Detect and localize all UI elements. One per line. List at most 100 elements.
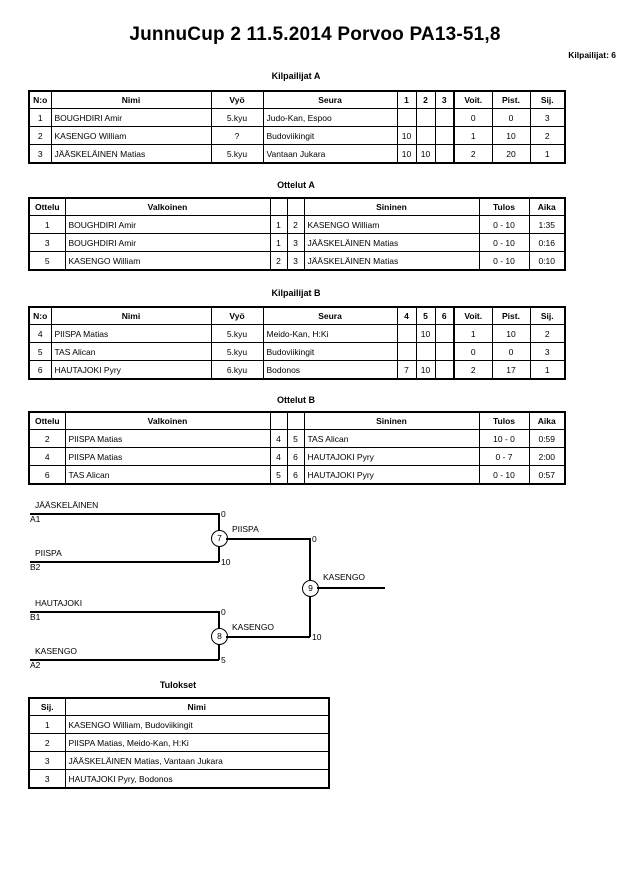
cell-name: PIISPA Matias — [50, 324, 212, 343]
cell-time: 2:00 — [528, 447, 566, 466]
table-row: 2 KASENGO William ? Budoviikingit 10 1 1… — [28, 126, 566, 145]
bracket-slot-seed-a1: A1 — [30, 514, 41, 524]
competitor-count: Kilpailijat: 6 — [568, 50, 616, 60]
cell-rank: 2 — [529, 324, 566, 343]
cell-score-2 — [415, 126, 436, 145]
bracket-winner-sf1: PIISPA — [232, 524, 259, 534]
bracket-line-b2 — [30, 561, 219, 563]
cell-no: 4 — [28, 324, 52, 343]
elimination-bracket: JÄÄSKELÄINEN A1 0 PIISPA B2 10 7 PIISPA … — [0, 495, 630, 675]
bracket-score-final-top: 0 — [312, 534, 317, 544]
pool-b-caption: Kilpailijat B — [271, 288, 321, 298]
col-rank: Sij. — [529, 306, 566, 325]
col-name: Nimi — [64, 697, 330, 716]
bracket-slot-name-a1: JÄÄSKELÄINEN — [35, 500, 99, 510]
bracket-score-final-bottom: 10 — [312, 632, 322, 642]
bracket-score-b1: 0 — [221, 607, 226, 617]
cell-name: KASENGO William — [50, 126, 212, 145]
cell-score-6 — [434, 324, 455, 343]
cell-score-5 — [415, 342, 436, 361]
col-points: Pist. — [491, 306, 531, 325]
cell-rank: 3 — [28, 751, 66, 770]
cell-score-4 — [396, 342, 417, 361]
col-points: Pist. — [491, 90, 531, 109]
table-header-row: N:o Nimi Vyö Seura 1 2 3 Voit. Pist. Sij… — [28, 90, 566, 109]
cell-result: 0 - 10 — [478, 215, 530, 234]
cell-blue: HAUTAJOKI Pyry — [303, 465, 480, 485]
cell-white: TAS Alican — [64, 465, 271, 485]
col-wins: Voit. — [453, 90, 493, 109]
bracket-line-final-winner — [317, 587, 385, 589]
cell-match-no: 3 — [28, 233, 66, 252]
table-row: 1 KASENGO William, Budoviikingit — [28, 715, 330, 734]
table-header-row: Sij. Nimi — [28, 697, 330, 716]
cell-match-no: 2 — [28, 429, 66, 448]
cell-club: Budoviikingit — [262, 126, 398, 145]
pool-a-caption: Kilpailijat A — [271, 71, 321, 81]
cell-belt: 5.kyu — [210, 108, 264, 127]
col-wins: Voit. — [453, 306, 493, 325]
cell-score-1: 10 — [396, 144, 417, 164]
col-result: Tulos — [478, 197, 530, 216]
cell-result: 0 - 10 — [478, 233, 530, 252]
bracket-line-sf2-winner — [226, 636, 310, 638]
cell-blue-seed: 5 — [286, 429, 305, 448]
bracket-line-sf1-winner — [226, 538, 310, 540]
cell-points: 0 — [491, 342, 531, 361]
cell-score-5: 10 — [415, 324, 436, 343]
matches-b-table: Ottelu Valkoinen Sininen Tulos Aika 2 PI… — [28, 411, 566, 485]
bracket-slot-name-a2: KASENGO — [35, 646, 78, 656]
page-title: JunnuCup 2 11.5.2014 Porvoo PA13-51,8 — [129, 24, 501, 45]
cell-white: PIISPA Matias — [64, 447, 271, 466]
pool-b-table: N:o Nimi Vyö Seura 4 5 6 Voit. Pist. Sij… — [28, 306, 566, 380]
bracket-slot-name-b1: HAUTAJOKI — [35, 598, 83, 608]
cell-club: Meido-Kan, H:Ki — [262, 324, 398, 343]
cell-belt: 5.kyu — [210, 144, 264, 164]
cell-result: 0 - 10 — [478, 465, 530, 485]
cell-points: 20 — [491, 144, 531, 164]
cell-score-2: 10 — [415, 144, 436, 164]
matches-a-table: Ottelu Valkoinen Sininen Tulos Aika 1 BO… — [28, 197, 566, 271]
col-time: Aika — [528, 197, 566, 216]
cell-club: Budoviikingit — [262, 342, 398, 361]
col-blue-seed — [286, 197, 305, 216]
cell-score-3 — [434, 126, 455, 145]
col-match-no: Ottelu — [28, 411, 66, 430]
cell-score-1 — [396, 108, 417, 127]
col-score-3: 3 — [434, 90, 455, 109]
cell-white: KASENGO William — [64, 251, 271, 271]
table-row: 3 BOUGHDIRI Amir 1 3 JÄÄSKELÄINEN Matias… — [28, 233, 566, 252]
col-club: Seura — [262, 306, 398, 325]
cell-blue: KASENGO William — [303, 215, 480, 234]
cell-score-3 — [434, 108, 455, 127]
cell-score-3 — [434, 144, 455, 164]
cell-blue: JÄÄSKELÄINEN Matias — [303, 251, 480, 271]
cell-points: 10 — [491, 126, 531, 145]
bracket-line-a2 — [30, 659, 219, 661]
cell-white-seed: 4 — [269, 447, 288, 466]
cell-blue-seed: 3 — [286, 251, 305, 271]
col-club: Seura — [262, 90, 398, 109]
table-row: 1 BOUGHDIRI Amir 1 2 KASENGO William 0 -… — [28, 215, 566, 234]
cell-name: HAUTAJOKI Pyry — [50, 360, 212, 380]
bracket-line-a1 — [30, 513, 219, 515]
cell-result: 0 - 10 — [478, 251, 530, 271]
cell-white-seed: 2 — [269, 251, 288, 271]
cell-score-4 — [396, 324, 417, 343]
cell-blue-seed: 2 — [286, 215, 305, 234]
col-white: Valkoinen — [64, 197, 271, 216]
cell-white: BOUGHDIRI Amir — [64, 233, 271, 252]
bracket-match-node-9: 9 — [302, 580, 319, 597]
cell-wins: 1 — [453, 324, 493, 343]
cell-rank: 3 — [529, 108, 566, 127]
cell-match-no: 6 — [28, 465, 66, 485]
cell-blue: HAUTAJOKI Pyry — [303, 447, 480, 466]
col-blue: Sininen — [303, 411, 480, 430]
cell-score-1: 10 — [396, 126, 417, 145]
cell-wins: 2 — [453, 360, 493, 380]
cell-rank: 2 — [28, 733, 66, 752]
cell-score-6 — [434, 342, 455, 361]
table-row: 2 PIISPA Matias, Meido-Kan, H:Ki — [28, 733, 330, 752]
col-result: Tulos — [478, 411, 530, 430]
